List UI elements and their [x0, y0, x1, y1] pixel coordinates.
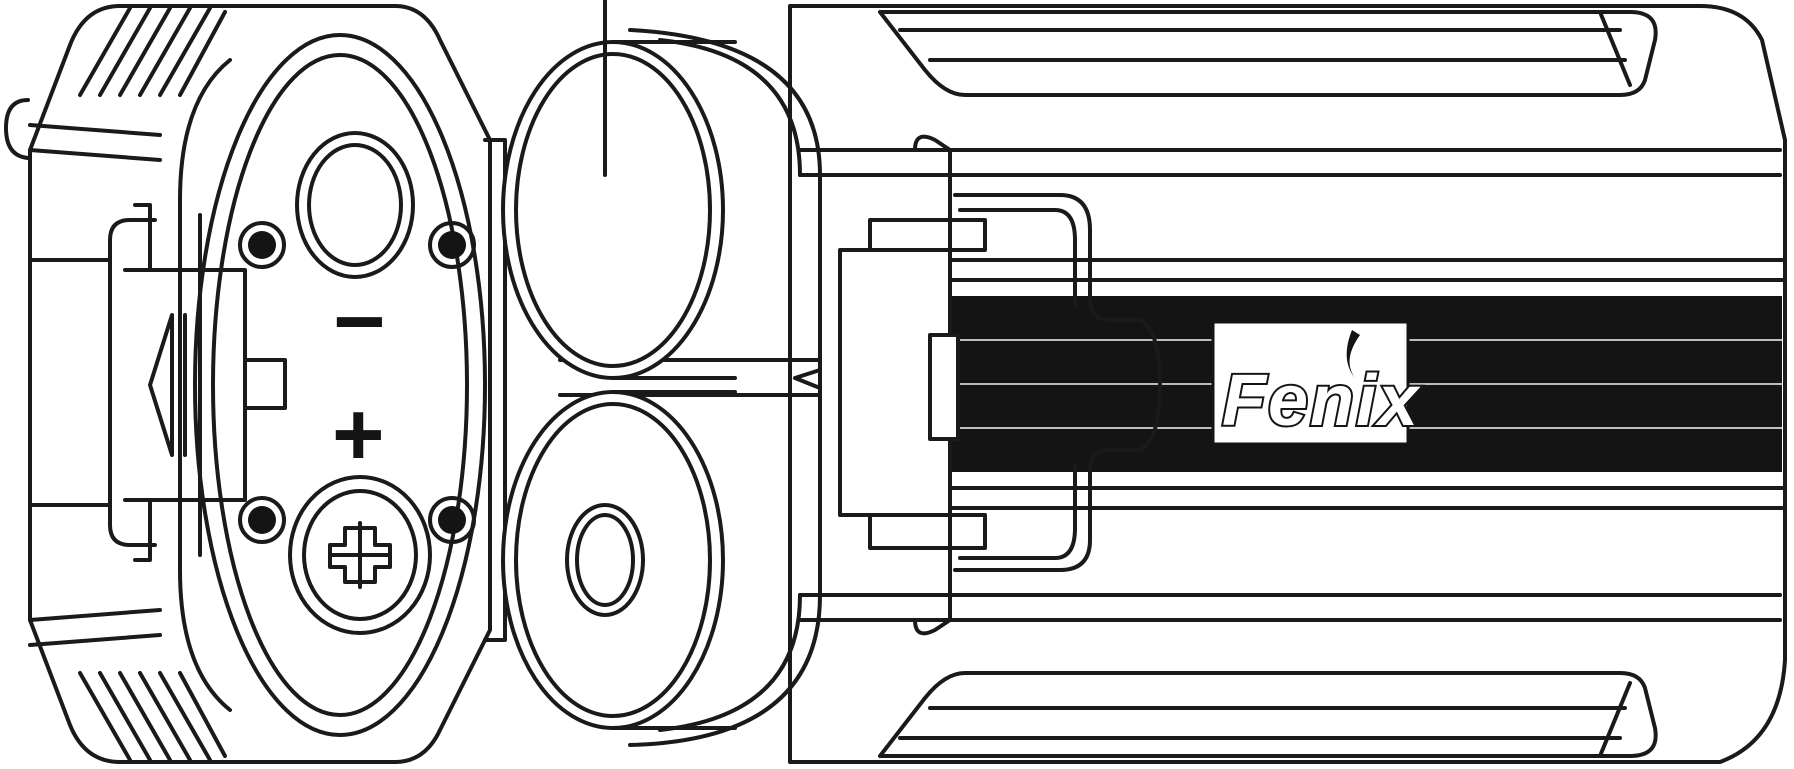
negative-symbol: −	[333, 272, 386, 372]
top-grip	[878, 10, 1658, 97]
positive-contact: +	[288, 385, 432, 635]
positive-symbol: +	[332, 385, 385, 485]
fenix-logo: Fenix	[1211, 320, 1421, 446]
grip-ridges-top	[78, 6, 227, 97]
bottom-grip	[878, 671, 1658, 758]
battery-terminal	[565, 503, 645, 617]
contact-plate	[178, 33, 487, 737]
tail-cap: − +	[4, 4, 492, 764]
negative-contact: −	[295, 131, 415, 372]
screws	[238, 221, 476, 544]
flashlight-body: Fenix	[788, 4, 1787, 764]
battery-compartment	[483, 0, 822, 747]
battery-bottom	[501, 390, 737, 730]
grip-ridges-bottom	[78, 671, 227, 762]
body-clip	[838, 134, 1162, 636]
logo-text: Fenix	[1222, 361, 1421, 441]
battery-top	[501, 40, 737, 380]
